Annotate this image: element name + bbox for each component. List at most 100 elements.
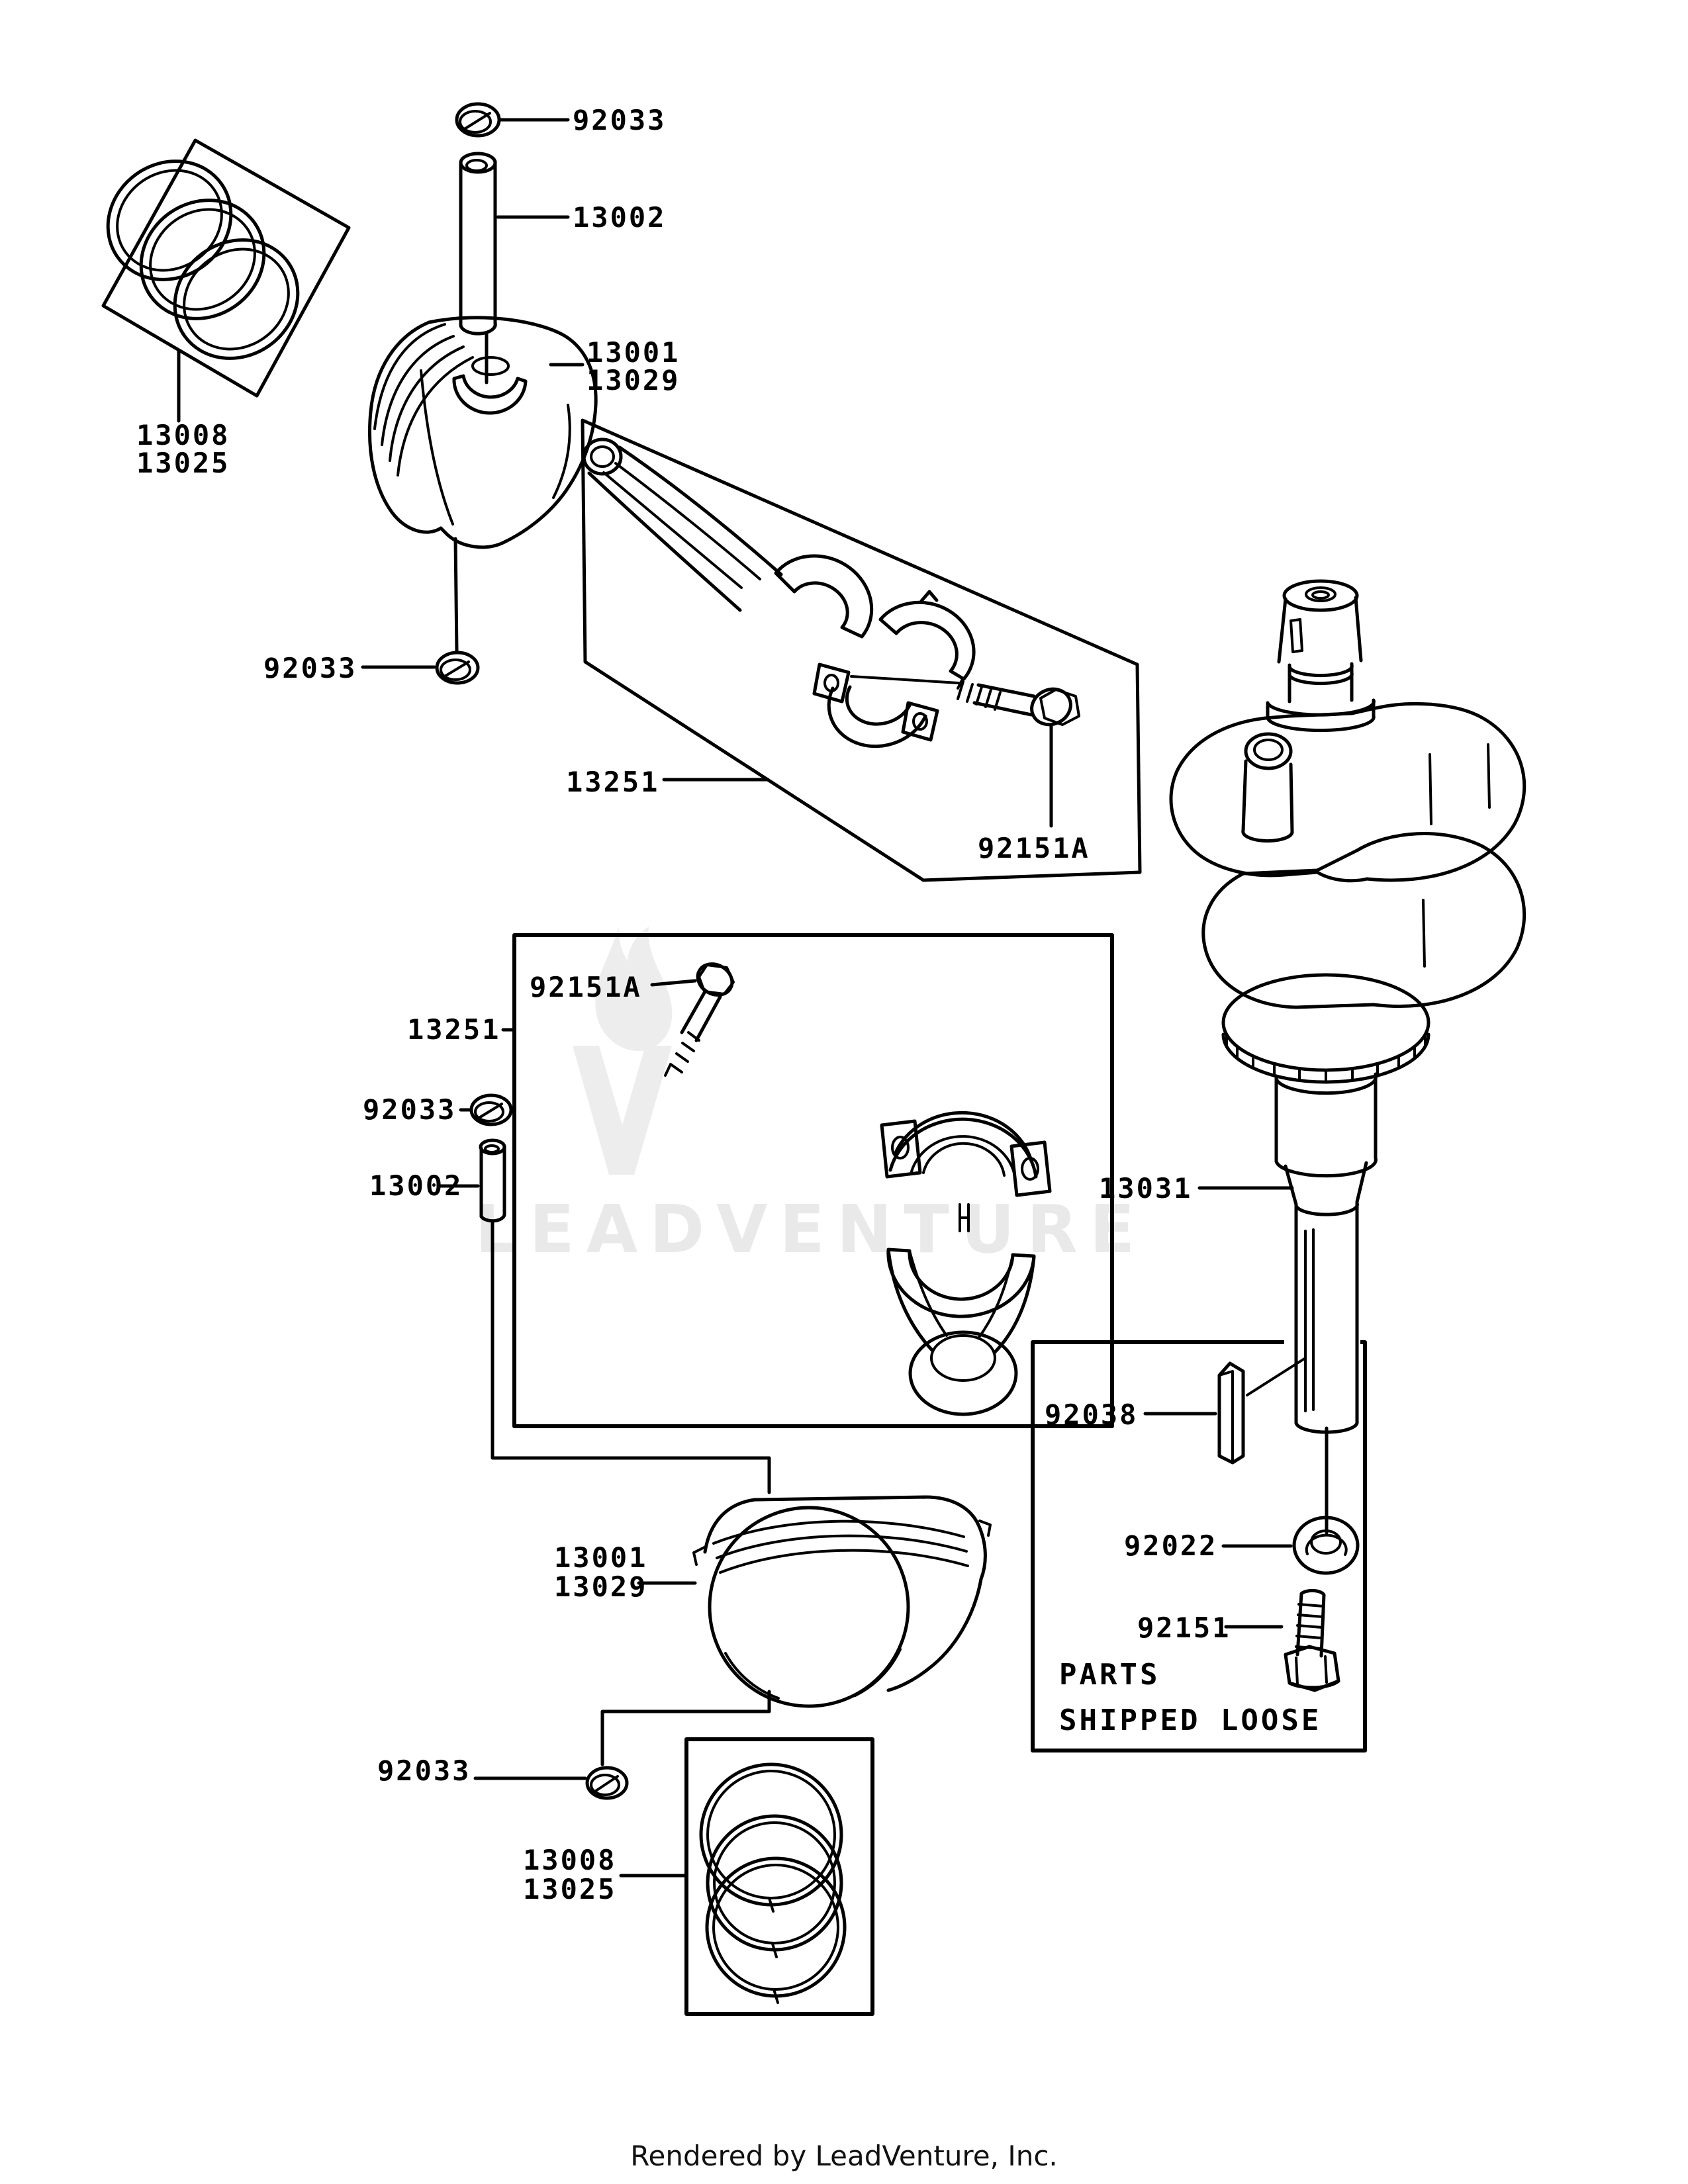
part-label-13251-1: 13251	[566, 766, 659, 798]
rod2-shell-inner	[922, 1142, 1006, 1177]
part-labels: 92033 13002 13001 13029 13008 13025 9203…	[136, 104, 1321, 1905]
rod1-lug-hole-right	[912, 712, 928, 731]
circlip-slit	[462, 112, 491, 131]
part-label-13001-top: 13001	[586, 336, 680, 369]
note-parts-line2: SHIPPED LOOSE	[1059, 1704, 1321, 1737]
rings-box-top	[101, 138, 351, 423]
conrod-box-2	[501, 933, 1114, 1428]
part-label-13008-bottom: 13008	[523, 1844, 616, 1876]
part-label-92151A-2: 92151A	[530, 971, 642, 1003]
crank-bolt	[1224, 1588, 1340, 1692]
piston2-grooves	[712, 1520, 969, 1574]
rod2-fork-saddle	[886, 1248, 1036, 1318]
conrod-box1-border	[581, 418, 1142, 882]
bolt1-shank	[972, 683, 1036, 717]
rod1-beam-inner	[602, 462, 761, 589]
crank-web-lower	[1201, 832, 1526, 1009]
ring-b2-inner	[713, 1821, 836, 1944]
crank-gear-teeth	[1225, 1034, 1427, 1083]
pin-top-ellipse	[459, 152, 497, 174]
rod1-small-end-outer	[582, 437, 623, 476]
crank-boss-hole	[1253, 739, 1284, 761]
piston2-face	[708, 1506, 910, 1708]
key-edge	[1218, 1370, 1234, 1463]
rod2-big-end-outer	[908, 1330, 1018, 1416]
footer-credit: Rendered by LeadVenture, Inc.	[630, 2140, 1058, 2172]
circlip-inner	[474, 1101, 504, 1122]
part-label-13029-bottom: 13029	[554, 1570, 647, 1603]
crank-journal	[1274, 1072, 1378, 1178]
rod1-saddle	[774, 554, 874, 639]
piston2-down-leader	[600, 1690, 771, 1766]
circlip-outer	[435, 651, 480, 685]
circlip-inner	[590, 1774, 620, 1796]
crank-cone-sides	[1277, 596, 1363, 664]
bolt3-head-facets	[1295, 1655, 1328, 1686]
part-label-13029-top: 13029	[586, 364, 680, 396]
rod1-lug-hole-left	[823, 674, 839, 692]
rod1-beam	[587, 445, 783, 612]
watermark-v-icon	[573, 1046, 672, 1175]
ring-1-outer	[106, 159, 233, 281]
piston-top-outline	[367, 316, 598, 549]
washer	[1221, 1426, 1360, 1575]
piston2-crown	[703, 1495, 987, 1581]
bolt2-flange	[696, 962, 734, 997]
crank-thread-hole-inner	[1311, 590, 1330, 600]
bolt3-flange	[1288, 1679, 1340, 1690]
rod1-bolt-pointer	[850, 675, 960, 684]
piston-top-grooves	[373, 323, 474, 477]
key-pointer	[1246, 1357, 1307, 1396]
crank-boss-outer	[1244, 732, 1293, 770]
part-label-92151: 92151	[1137, 1612, 1231, 1644]
ring-2-inner	[149, 208, 256, 311]
rod2-align-tab	[959, 1203, 970, 1232]
bolt3-threads	[1295, 1603, 1325, 1650]
bolt2-shank	[680, 991, 722, 1042]
conrod-bolt-2	[650, 962, 735, 1077]
part-label-92033-top: 92033	[573, 104, 666, 136]
circlip-outer	[585, 1766, 629, 1800]
rod2-cap	[880, 1111, 1052, 1232]
pin2-sides	[479, 1144, 506, 1218]
part-label-13025-top: 13025	[136, 447, 230, 479]
part-label-13001-bottom: 13001	[554, 1541, 647, 1574]
part-label-13025-bottom: 13025	[523, 1873, 616, 1905]
part-label-92022: 92022	[1124, 1529, 1217, 1562]
rod2-cap-inner	[910, 1135, 1016, 1177]
crank-web-lower-detail	[1422, 899, 1426, 968]
bolt1-flange	[1030, 687, 1072, 727]
piston-top	[367, 316, 598, 653]
part-label-92033-mid: 92033	[263, 652, 357, 684]
bolt2-threads	[664, 1031, 700, 1077]
crank-web-detail	[1429, 743, 1491, 825]
part-label-92038: 92038	[1045, 1398, 1138, 1431]
conrod-box-1	[581, 418, 1142, 882]
pin-bore	[465, 159, 488, 172]
part-label-13008-top: 13008	[136, 419, 230, 451]
pin2-bore	[484, 1144, 500, 1154]
key-body	[1217, 1361, 1245, 1465]
pin2-down-leader	[491, 1219, 771, 1494]
rod2-cap-lug-left	[880, 1119, 922, 1179]
rod2-lug-hole-right	[1021, 1157, 1039, 1181]
crank-pin-cylinder	[1241, 759, 1294, 843]
piston2-skirt	[886, 1577, 983, 1692]
rod1-cap-lug-right	[901, 701, 939, 742]
circlip-slit	[592, 1775, 619, 1794]
circlip-mid2	[459, 1093, 513, 1126]
piston-top-inner-lines	[420, 369, 571, 525]
pin2-top	[479, 1138, 506, 1156]
conrod-bolt-1	[957, 679, 1080, 828]
crank-web-upper	[1169, 702, 1526, 883]
circlip-inner	[459, 110, 492, 134]
rod2-big-end-bore	[930, 1334, 996, 1382]
piston-pin-top	[459, 152, 570, 385]
pin2-bottom	[479, 1212, 506, 1223]
piston-pin-mid	[438, 1138, 771, 1494]
crankshaft	[1169, 579, 1526, 1434]
rod2-fork	[886, 1248, 1036, 1416]
pin-sides	[459, 159, 497, 328]
rod2-lug-hole-left	[891, 1136, 910, 1160]
